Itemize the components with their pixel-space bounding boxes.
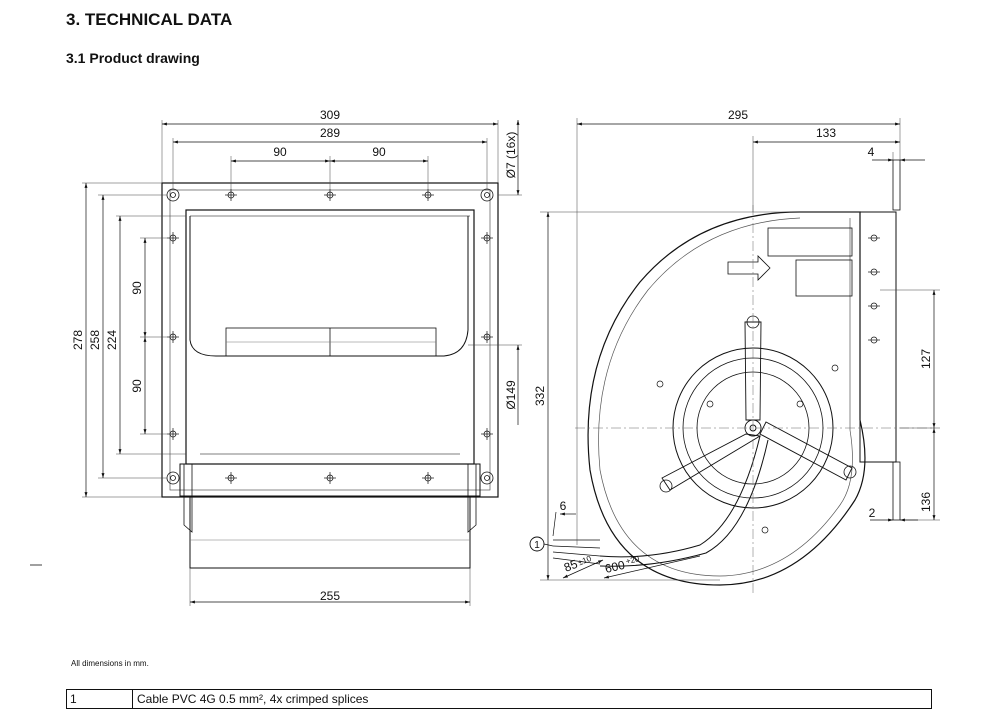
callout-number: 1: [534, 540, 540, 551]
dim-4: 4: [868, 145, 875, 159]
front-view: 309 289 90 90 255 278 258 224 90 90 Ø7 (…: [71, 108, 522, 606]
dim-2: 2: [869, 506, 876, 520]
dim-289: 289: [320, 126, 340, 140]
dim-127: 127: [919, 349, 933, 369]
dim-133: 133: [816, 126, 836, 140]
dimensions-note: All dimensions in mm.: [71, 659, 149, 668]
dim-90-lower: 90: [130, 379, 144, 393]
dim-224: 224: [105, 330, 119, 350]
section-title: 3. TECHNICAL DATA: [66, 10, 233, 29]
dim-136: 136: [919, 492, 933, 512]
legend-number: 1: [67, 690, 133, 708]
dim-90-right: 90: [372, 145, 386, 159]
dim-600-tol: +20: [625, 554, 641, 566]
legend-table: 1 Cable PVC 4G 0.5 mm², 4x crimped splic…: [66, 689, 932, 709]
side-view: 295 133 4 332 127 136 2 6 1 85 ±10 600 +…: [529, 108, 940, 595]
dim-309: 309: [320, 108, 340, 122]
dim-278: 278: [71, 330, 85, 350]
subsection-title: 3.1 Product drawing: [66, 50, 200, 66]
dim-hole-diameter: Ø7 (16x): [504, 132, 518, 179]
dim-600: 600: [604, 558, 627, 576]
dim-85: 85: [562, 557, 580, 575]
legend-text: Cable PVC 4G 0.5 mm², 4x crimped splices: [137, 692, 369, 706]
dim-258: 258: [88, 330, 102, 350]
dim-90-upper: 90: [130, 281, 144, 295]
dim-6: 6: [560, 499, 567, 513]
dim-outlet-diameter: Ø149: [504, 380, 518, 410]
dim-332: 332: [533, 386, 547, 406]
dim-295: 295: [728, 108, 748, 122]
dim-90-left: 90: [273, 145, 287, 159]
dim-255: 255: [320, 589, 340, 603]
